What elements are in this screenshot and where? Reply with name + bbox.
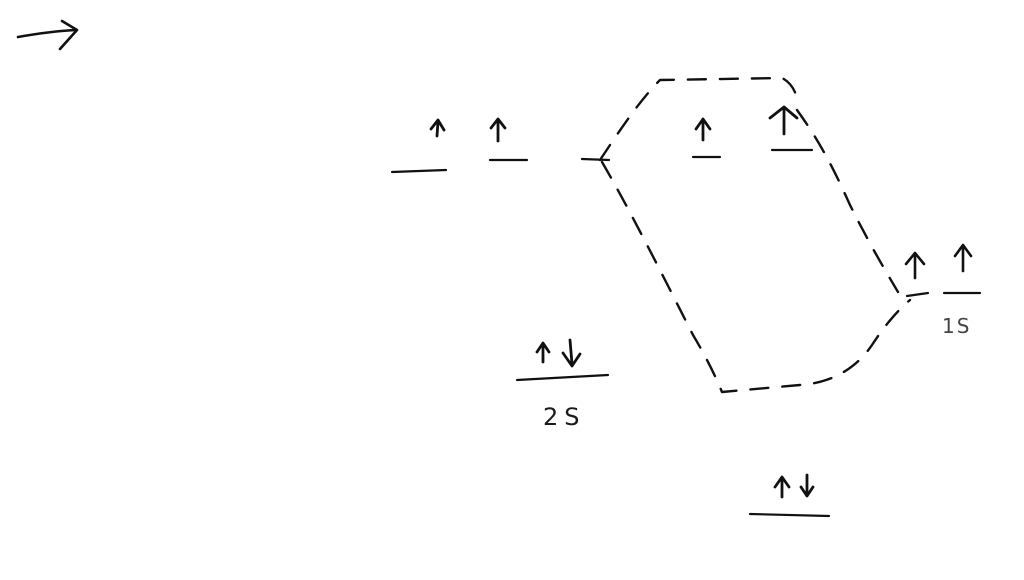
p-orbital-1 xyxy=(390,118,448,174)
orbital-1s-pair xyxy=(904,243,982,298)
electron-up-arrow xyxy=(694,117,712,142)
hybrid-orbital-2 xyxy=(768,105,814,152)
electron-up-arrow xyxy=(535,341,551,364)
electron-down-arrow xyxy=(799,473,815,498)
electron-up-arrow xyxy=(773,475,791,499)
p-orbital-2 xyxy=(488,117,529,162)
electron-up-arrow xyxy=(953,243,973,273)
electron-up-arrow xyxy=(768,105,799,136)
correlation-dashed-lines xyxy=(598,76,912,394)
electron-up-arrow xyxy=(429,118,446,138)
orbital-1s-label: 1S xyxy=(942,314,972,338)
electron-down-arrow xyxy=(561,338,582,368)
electron-up-arrow xyxy=(904,251,926,280)
hybrid-orbital-1 xyxy=(691,117,722,159)
orbital-2s-label: 2S xyxy=(543,403,586,431)
orbital-2s xyxy=(515,338,610,382)
p-orbital-3 xyxy=(580,157,611,162)
arrow-icon xyxy=(16,19,79,51)
bottom-orbital xyxy=(748,473,831,518)
electron-up-arrow xyxy=(489,117,507,143)
